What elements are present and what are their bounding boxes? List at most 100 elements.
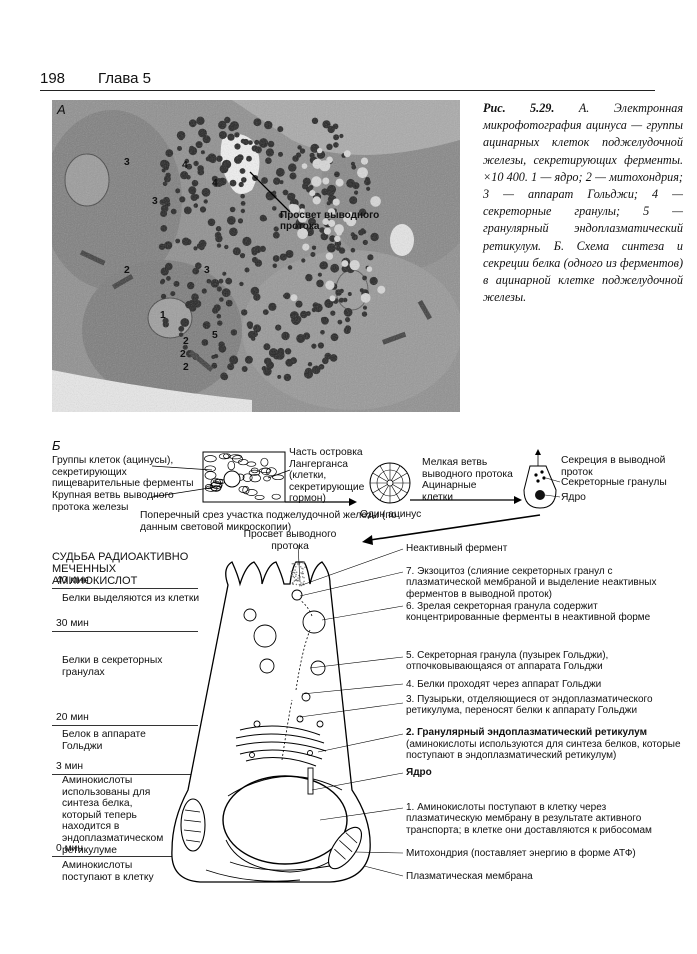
- tissue-cell: [272, 474, 284, 481]
- step7-label: 7. Экзоцитоз (слияние секреторных гранул…: [406, 566, 657, 600]
- inactive-enzyme-dot: [300, 566, 302, 568]
- inactive-enzyme-dot: [300, 584, 303, 587]
- inactive-enzyme-dot: [297, 579, 299, 581]
- nucleus-label: Ядро: [406, 767, 432, 778]
- plasma-membrane-label: Плазматическая мембрана: [406, 871, 533, 882]
- tissue-cell: [266, 467, 277, 477]
- inactive-enzyme-dot: [303, 561, 305, 563]
- marker-3c: 3: [204, 265, 210, 276]
- time-40: 40 мин: [56, 575, 89, 586]
- acinus-cell-boundary: [379, 485, 389, 501]
- time-3: 3 мин: [56, 761, 84, 772]
- tissue-cell: [259, 467, 272, 474]
- one-acinus-label: Один ацинус: [360, 509, 422, 520]
- marker-4a: 4: [182, 160, 188, 171]
- tissue-cell: [218, 453, 230, 460]
- panel-a-letter: А: [57, 102, 66, 117]
- inactive-enzyme-label: Неактивный фермент: [406, 543, 508, 554]
- chapter-title: Глава 5: [98, 70, 152, 87]
- inactive-enzyme-dot: [291, 571, 293, 573]
- acinus-cell-boundary: [392, 472, 408, 482]
- granules-label: Секреторные гранулы: [561, 477, 667, 488]
- islet-label: Часть островка Лангерганса (клетки, секр…: [289, 447, 365, 505]
- inactive-enzyme-dot: [294, 562, 297, 565]
- inactive-enzyme-dot: [291, 563, 293, 565]
- header-rule: [40, 90, 655, 91]
- marker-4b: 4: [212, 178, 218, 189]
- time-rule-3: [52, 774, 198, 775]
- figure-label: Рис. 5.29.: [483, 101, 555, 115]
- tissue-cell: [204, 455, 217, 463]
- marker-2a: 2: [124, 265, 130, 276]
- acinus-cell-boundary: [391, 465, 401, 481]
- inactive-enzyme-dot: [301, 573, 303, 575]
- inactive-enzyme-dot: [300, 572, 302, 574]
- step2-title: 2. Гранулярный эндоплазматический ретику…: [406, 727, 647, 738]
- micrograph-art: [52, 100, 460, 412]
- step3-label: 3. Пузырьки, отделяющиеся от эндоплазмат…: [406, 694, 653, 717]
- tissue-cell: [205, 484, 214, 490]
- acinus-cell-boundary: [392, 484, 408, 494]
- tissue-cell: [232, 455, 243, 463]
- tissue-cell: [248, 469, 261, 476]
- mitochondrion-label: Митохондрия (поставляет энергию в форме …: [406, 848, 636, 859]
- secretion-label: Секреция в выводной проток: [561, 455, 666, 478]
- tissue-cell: [242, 473, 253, 482]
- acini-groups-label: Группы клеток (ацинусы), секретирующих п…: [52, 455, 194, 490]
- inactive-enzyme-dot: [295, 575, 297, 577]
- inactive-enzyme-dot: [299, 585, 301, 587]
- step5-label: 5. Секреторная гранула (пузырек Гольджи)…: [406, 650, 609, 673]
- tissue-cell: [204, 465, 216, 472]
- caption-text: А. Электронная микрофотография ацинуса —…: [483, 101, 684, 305]
- inactive-enzyme-dot: [296, 571, 298, 573]
- overview-diagram: [151, 449, 561, 545]
- inactive-enzyme-dot: [300, 582, 302, 584]
- text-20: Белок в аппарате Гольджи: [62, 729, 146, 752]
- panel-b-letter: Б: [52, 438, 61, 453]
- electron-micrograph: А Просвет выводного протока 3 3 3 4 4 2 …: [52, 100, 460, 412]
- inactive-enzyme-dot: [303, 577, 305, 579]
- text-0: Аминокислоты поступают в клетку: [62, 860, 154, 883]
- inactive-enzyme-dot: [292, 575, 294, 578]
- duct-lumen-label: Просвет выводного протока: [280, 210, 380, 232]
- page-number: 198: [40, 70, 66, 87]
- marker-5: 5: [212, 330, 218, 341]
- inactive-enzyme-dot: [301, 571, 304, 573]
- inactive-enzyme-dot: [292, 583, 294, 585]
- time-rule-20: [52, 725, 198, 726]
- figure-caption: Рис. 5.29. А. Электронная микрофотографи…: [483, 100, 683, 306]
- nucleus-small-label: Ядро: [561, 492, 586, 503]
- text-40: Белки выделяются из клетки: [62, 593, 200, 604]
- marker-2c: 2: [180, 349, 186, 360]
- step1-label: 1. Аминокислоты поступают в клетку через…: [406, 802, 652, 836]
- step6-label: 6. Зрелая секреторная гранула содержит к…: [406, 601, 651, 624]
- inactive-enzyme-dot: [292, 571, 294, 574]
- tissue-cell: [223, 453, 231, 459]
- inactive-enzyme-dot: [293, 576, 296, 579]
- inactive-enzyme-dot: [297, 563, 299, 565]
- tissue-cell: [249, 473, 261, 483]
- inactive-enzyme-dot: [293, 580, 295, 582]
- inactive-enzyme-dot: [294, 569, 296, 571]
- inactive-enzyme-dot: [295, 578, 297, 581]
- inactive-enzyme-dot: [304, 566, 306, 568]
- tissue-cell: [210, 485, 222, 492]
- inactive-enzyme-dot: [298, 583, 301, 586]
- tissue-cell: [245, 489, 258, 496]
- inactive-enzyme-dot: [303, 580, 305, 583]
- step4-label: 4. Белки проходят через аппарат Гольджи: [406, 679, 602, 690]
- tissue-cell: [260, 467, 271, 475]
- marker-3b: 3: [152, 196, 158, 207]
- inactive-enzyme-dot: [301, 567, 303, 569]
- acinus-cell-boundary: [372, 472, 388, 482]
- inactive-enzyme-dot: [291, 574, 294, 576]
- tissue-cell: [238, 485, 248, 493]
- tissue-cell: [242, 485, 250, 495]
- acinus-cell-boundary: [372, 484, 388, 494]
- large-duct-label: Крупная ветвь выводного протока железы: [52, 490, 174, 513]
- time-rule-30: [52, 631, 198, 632]
- acinus-cell-boundary: [391, 485, 401, 501]
- time-0: 0 мин: [56, 843, 84, 854]
- inactive-enzyme-dot: [295, 583, 298, 586]
- inactive-enzyme-dot: [295, 566, 297, 568]
